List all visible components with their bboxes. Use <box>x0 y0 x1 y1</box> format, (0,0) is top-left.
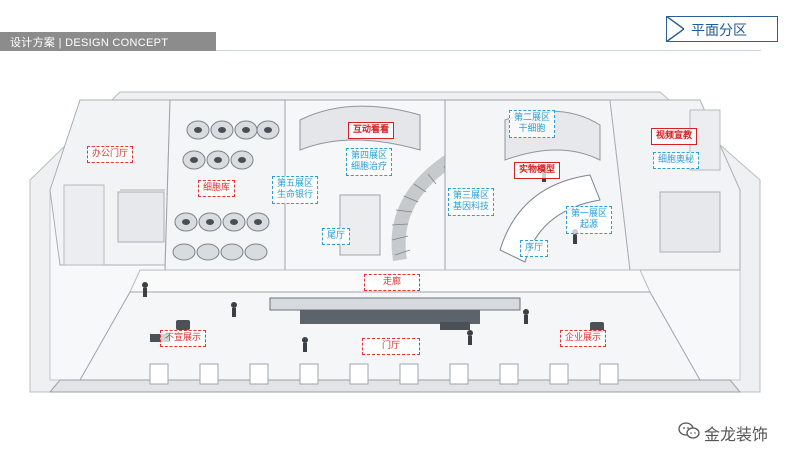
label-area4: 第四展区 细胞治疗 <box>346 148 393 176</box>
watermark-text: 金龙装饰 <box>704 425 769 444</box>
label-office-lobby: 办公门厅 <box>87 146 134 163</box>
label-area3: 第三展区 基因科技 <box>448 188 495 216</box>
badge-arrow-icon <box>666 16 684 42</box>
header-divider <box>216 50 761 51</box>
label-lobby: 门厅 <box>362 338 420 355</box>
label-area5: 第五展区 生命银行 <box>272 176 319 204</box>
label-cell-mystery: 细胞奥秘 <box>653 152 700 169</box>
header-title: 设计方案 | DESIGN CONCEPT <box>10 34 168 50</box>
header-subtitle: DESIGN CONCEPT <box>65 37 169 49</box>
label-tail-hall: 尾厅 <box>322 228 351 245</box>
section-badge: 平面分区 <box>666 16 778 42</box>
header-title-cn: 设计方案 <box>10 37 56 49</box>
label-interactive: 互动看看 <box>348 122 395 139</box>
wechat-icon <box>678 422 700 439</box>
label-corridor: 走廊 <box>364 274 420 291</box>
label-area1: 第一展区 起源 <box>566 206 613 234</box>
label-video-education: 视频宣教 <box>651 128 698 145</box>
header-bar <box>0 32 216 51</box>
label-prelude-hall: 序厅 <box>520 240 549 257</box>
label-physical-models: 实物模型 <box>514 162 561 179</box>
label-area2: 第二展区 干细胞 <box>509 110 556 138</box>
section-badge-label: 平面分区 <box>691 23 747 39</box>
label-display-left: 不宣展示 <box>160 330 207 347</box>
header-separator: | <box>58 37 62 49</box>
label-company-display: 企业展示 <box>560 330 607 347</box>
label-cell-bank: 细胞库 <box>198 180 236 197</box>
watermark: 金龙装饰 <box>678 420 788 444</box>
